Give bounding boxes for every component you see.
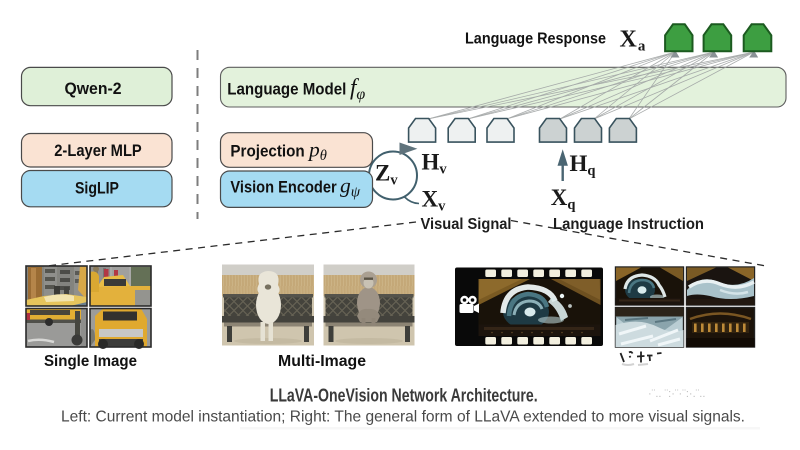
svg-text:Hv: Hv	[422, 149, 448, 177]
svg-text:Language Instruction: Language Instruction	[553, 216, 704, 233]
svg-text:Projection: Projection	[230, 142, 304, 161]
svg-text:Xa: Xa	[620, 27, 646, 55]
svg-text:Vision Encoder: Vision Encoder	[230, 177, 337, 196]
svg-text:Multi-Image: Multi-Image	[278, 353, 366, 370]
svg-text:LLaVA-OneVision Network Archit: LLaVA-OneVision Network Architecture.	[270, 386, 538, 406]
svg-text:Xq: Xq	[551, 185, 576, 213]
svg-text:SigLIP: SigLIP	[75, 179, 119, 198]
svg-text:Hq: Hq	[570, 151, 596, 179]
svg-text:Left: Current model instantiat: Left: Current model instantiation; Right…	[61, 409, 745, 426]
svg-text:Single Image: Single Image	[44, 353, 137, 370]
svg-text:·¨.. ¨:·¨·¨:·.¨..: ·¨.. ¨:·¨·¨:·.¨..	[648, 388, 705, 400]
svg-text:Qwen-2: Qwen-2	[65, 79, 122, 98]
svg-text:2-Layer MLP: 2-Layer MLP	[54, 141, 142, 160]
svg-text:Language Response: Language Response	[465, 31, 606, 48]
svg-text:Xv: Xv	[422, 187, 447, 215]
svg-text:Visual Signal: Visual Signal	[421, 216, 512, 233]
svg-text:Language Model: Language Model	[227, 79, 346, 98]
